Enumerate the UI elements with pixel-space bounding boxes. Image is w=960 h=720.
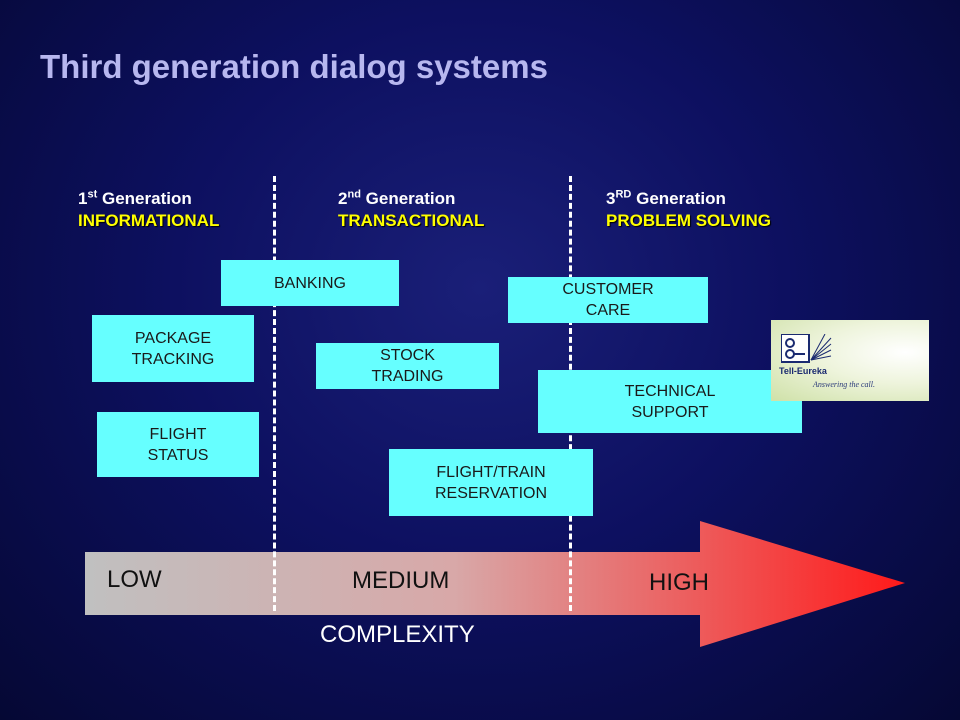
app-box-flight-train-reservation: FLIGHT/TRAIN RESERVATION <box>389 449 593 516</box>
app-box-customer-care-line2: CARE <box>585 302 631 319</box>
app-box-stock-trading: STOCK TRADING <box>316 343 499 389</box>
logo-tagline: Answering the call. <box>813 380 875 389</box>
app-box-package-tracking-line2: TRACKING <box>131 350 215 368</box>
page-title: Third generation dialog systems <box>40 48 548 85</box>
app-box-technical-support-line1: TECHNICAL <box>624 382 716 400</box>
complexity-arrow-shape <box>85 521 905 647</box>
generation-1-label: Generation <box>101 189 192 208</box>
app-box-technical-support: TECHNICAL SUPPORT <box>538 370 802 433</box>
generation-1-suffix: st <box>87 188 98 201</box>
app-box-flight-train-reservation-line2: RESERVATION <box>434 484 548 502</box>
generation-2-suffix: nd <box>347 188 361 201</box>
logo-name: Tell-Eureka <box>779 366 827 376</box>
app-box-banking: BANKING <box>221 260 399 306</box>
generation-3-header: 3RD Generation PROBLEM SOLVING <box>606 188 771 232</box>
app-box-flight-train-reservation-line1: FLIGHT/TRAIN <box>436 463 546 481</box>
complexity-level-low: LOW <box>107 566 162 593</box>
complexity-level-high: HIGH <box>649 569 709 596</box>
complexity-level-medium: MEDIUM <box>352 567 450 594</box>
generation-2-label: Generation <box>365 189 456 208</box>
app-box-stock-trading-line1: STOCK <box>380 347 435 364</box>
generation-3-type: PROBLEM SOLVING <box>606 211 771 230</box>
generation-1-type: INFORMATIONAL <box>78 211 220 230</box>
generation-2-type: TRANSACTIONAL <box>338 211 485 230</box>
app-box-banking-line1: BANKING <box>273 274 346 292</box>
generation-3-ordinal: 3 <box>606 189 616 208</box>
generation-2-ordinal: 2 <box>338 189 348 208</box>
generation-1-header: 1st Generation INFORMATIONAL <box>78 188 219 232</box>
app-box-flight-status: FLIGHT STATUS <box>97 412 259 477</box>
complexity-axis-label: COMPLEXITY <box>320 621 475 648</box>
app-box-package-tracking-line1: PACKAGE <box>134 329 212 347</box>
app-box-package-tracking: PACKAGE TRACKING <box>92 315 254 382</box>
generation-3-suffix: RD <box>615 188 632 201</box>
app-box-flight-status-line1: FLIGHT <box>149 425 207 443</box>
tell-eureka-mark-icon <box>781 334 832 363</box>
app-box-customer-care-line1: CUSTOMER <box>562 281 654 298</box>
generation-1-ordinal: 1 <box>78 189 88 208</box>
generation-2-header: 2nd Generation TRANSACTIONAL <box>338 188 484 232</box>
app-box-flight-status-line2: STATUS <box>147 446 209 464</box>
tell-eureka-logo: Tell-Eureka Answering the call. <box>771 320 929 401</box>
generation-3-label: Generation <box>636 189 726 208</box>
app-box-technical-support-line2: SUPPORT <box>631 403 709 421</box>
app-box-customer-care: CUSTOMER CARE <box>508 277 708 323</box>
generation-divider-1 <box>273 176 276 611</box>
app-box-stock-trading-line2: TRADING <box>371 368 444 385</box>
